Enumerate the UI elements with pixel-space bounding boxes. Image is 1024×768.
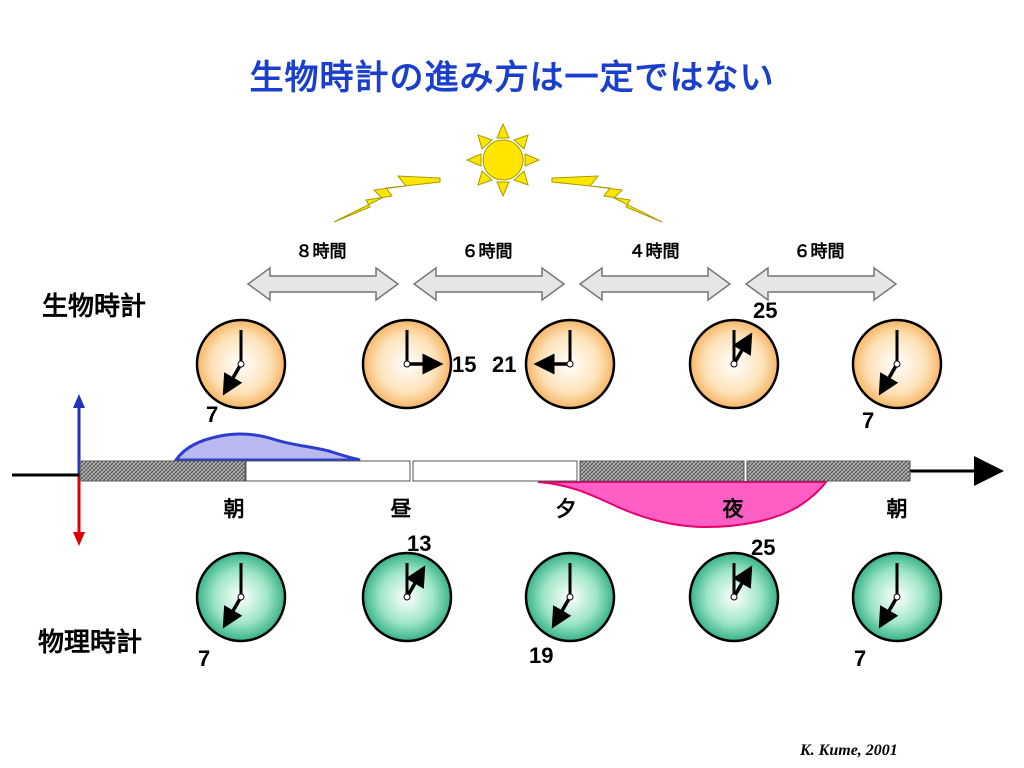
bio-clock — [361, 318, 453, 410]
phys-hour-hand — [405, 565, 426, 598]
page-title: 生物時計の進み方は一定ではない — [249, 58, 775, 98]
phys-hour-7-first: 7 — [198, 646, 211, 671]
bio-clock-hub — [893, 360, 901, 368]
phys-clock — [851, 551, 943, 643]
period-label-noon: 昼 — [390, 497, 412, 521]
period-label-evening: 夕 — [555, 497, 577, 521]
bio-hour-25: 25 — [753, 298, 778, 323]
phys-clock — [688, 551, 780, 643]
phys-hour-hand — [551, 596, 572, 629]
bio-clock-hub — [403, 360, 411, 368]
bar-day-noon — [245, 460, 411, 482]
phys-clock-label: 物理時計 — [38, 628, 143, 658]
credit-text: K. Kume, 2001 — [800, 742, 898, 759]
phys-clock — [361, 551, 453, 643]
down-axis-arrowhead — [73, 532, 85, 546]
right-lightning-icon — [551, 175, 663, 223]
bio-hour-15: 15 — [452, 352, 477, 377]
bio-hour-hand — [222, 363, 243, 396]
interval-double-arrow — [246, 266, 400, 302]
up-axis-arrowhead — [73, 394, 85, 408]
interval-double-arrow — [412, 266, 566, 302]
sun-icon — [465, 122, 541, 198]
bio-clock — [851, 318, 943, 410]
phys-clock — [524, 551, 616, 643]
phys-hour-19: 19 — [529, 643, 554, 668]
interval-label-2: ６時間 — [461, 242, 513, 262]
phys-clock-hub — [237, 593, 245, 601]
phys-hour-hand — [222, 596, 243, 629]
interval-label-1: ８時間 — [295, 242, 347, 262]
interval-label-3: ４時間 — [628, 242, 680, 262]
bio-hour-hand — [878, 363, 899, 396]
phys-hour-hand — [732, 565, 753, 598]
bio-clock — [195, 318, 287, 410]
bar-night-evening — [579, 460, 745, 482]
interval-double-arrow — [578, 266, 732, 302]
period-label-night: 夜 — [722, 497, 744, 521]
phys-hour-25: 25 — [751, 535, 776, 560]
phys-clock-hub — [730, 593, 738, 601]
phys-clock-hub — [403, 593, 411, 601]
bio-hour-7-last: 7 — [862, 408, 875, 433]
interval-label-4: ６時間 — [793, 242, 845, 262]
bio-clock-hub — [566, 360, 574, 368]
bio-hour-7-first: 7 — [206, 402, 219, 427]
bio-clock-hub — [730, 360, 738, 368]
timeline-bar — [79, 460, 911, 482]
night-activity-wave — [537, 481, 829, 529]
phys-clock — [195, 551, 287, 643]
bio-clock — [688, 318, 780, 410]
interval-double-arrow — [744, 266, 898, 302]
bio-hour-hand — [732, 332, 753, 365]
period-label-morning-2: 朝 — [886, 497, 908, 521]
bio-clock — [524, 318, 616, 410]
bar-night-late — [746, 460, 911, 482]
phys-hour-13: 13 — [407, 531, 432, 556]
bar-day-afternoon — [412, 460, 578, 482]
phys-hour-hand — [878, 596, 899, 629]
bar-night-morning — [79, 460, 246, 482]
day-activity-wave — [173, 432, 361, 462]
bio-clock-label: 生物時計 — [42, 292, 147, 322]
period-label-morning: 朝 — [223, 497, 245, 521]
phys-hour-7-last: 7 — [854, 646, 867, 671]
left-lightning-icon — [333, 175, 441, 223]
phys-clock-hub — [893, 593, 901, 601]
phys-clock-hub — [566, 593, 574, 601]
bio-hour-21: 21 — [492, 352, 517, 377]
bio-clock-hub — [237, 360, 245, 368]
